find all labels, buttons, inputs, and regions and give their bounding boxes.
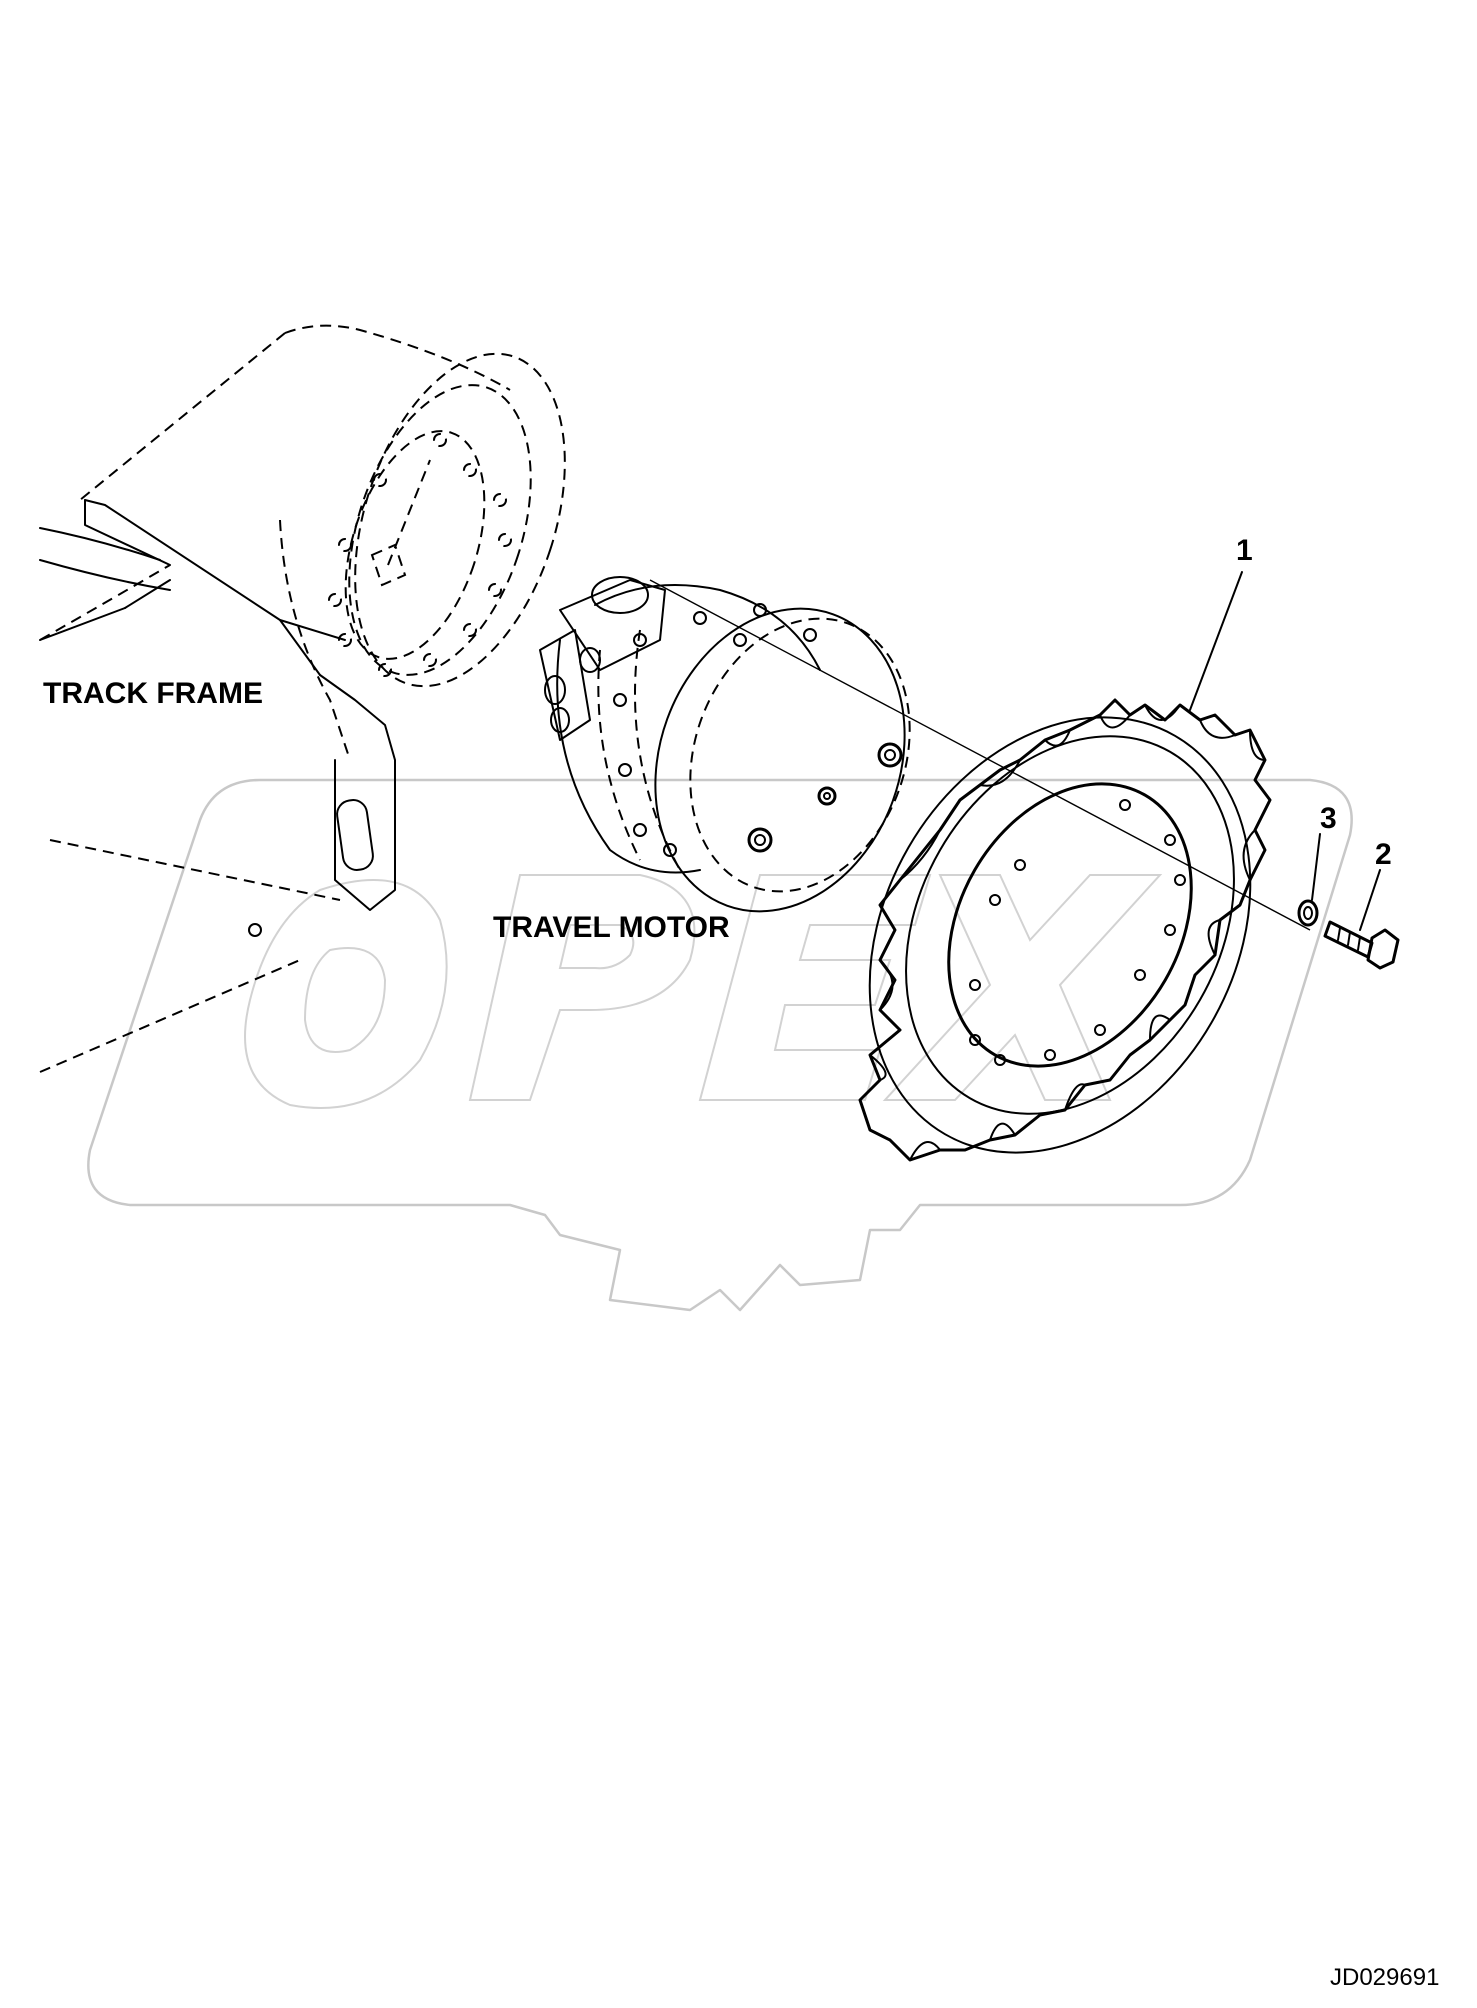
sprocket-drawing xyxy=(858,698,1272,1162)
drawing-code: JD029691 xyxy=(1330,1964,1439,1991)
callout-1: 1 xyxy=(1236,534,1253,567)
travel-motor-drawing xyxy=(539,576,1311,931)
callout-3: 3 xyxy=(1320,802,1337,835)
watermark-logo xyxy=(87,778,1353,1312)
track-frame-drawing xyxy=(39,324,566,1073)
leader-lines xyxy=(1189,571,1381,931)
bolt-drawing xyxy=(1323,920,1400,970)
travel-motor-label: TRAVEL MOTOR xyxy=(493,911,730,944)
callout-2: 2 xyxy=(1375,838,1392,871)
track-frame-label: TRACK FRAME xyxy=(43,677,263,710)
washer-drawing xyxy=(1297,899,1319,927)
